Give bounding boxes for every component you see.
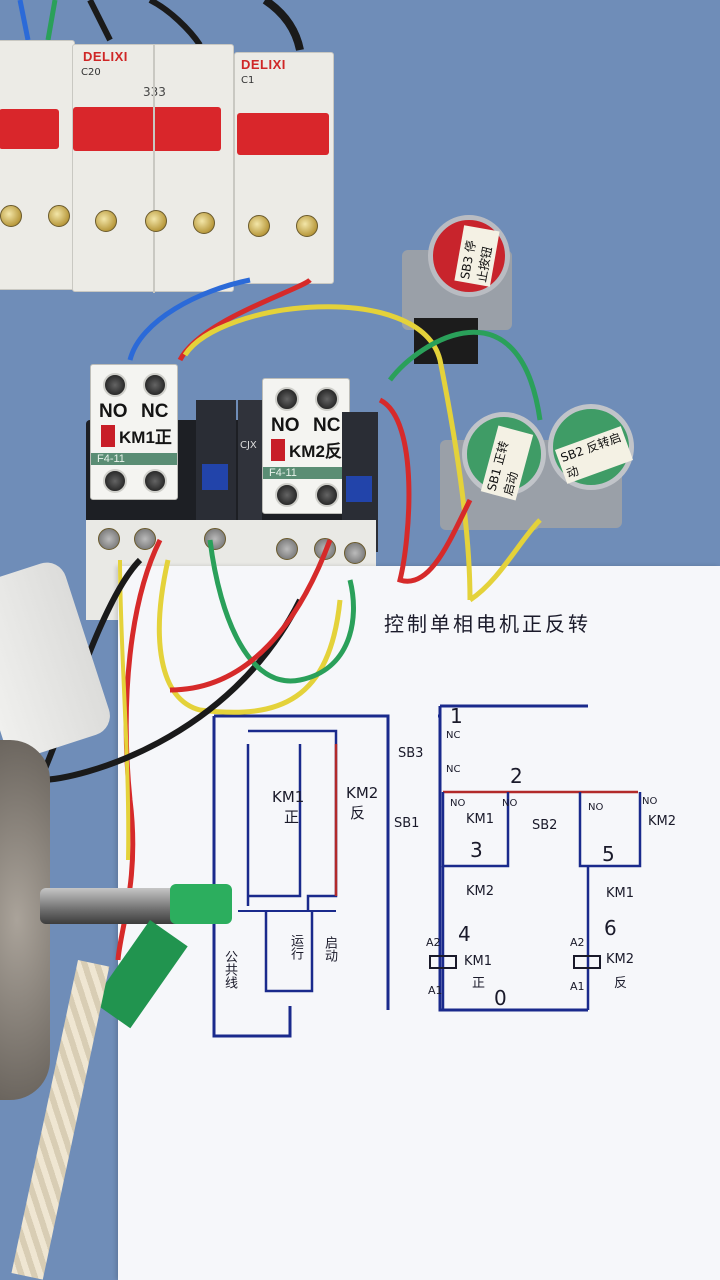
node-3: 3 [470, 838, 483, 862]
node-0: 0 [494, 986, 507, 1010]
common-line-label: 公共线 [222, 950, 237, 989]
km1-coil-label: KM1 [464, 954, 493, 969]
aux-label-nc: NC [313, 415, 341, 436]
coil-a1: A1 [570, 980, 585, 993]
start-winding-label: 启动 [322, 936, 337, 962]
aux-name: KM2反 [289, 442, 342, 461]
aux-label-no: NO [271, 415, 300, 436]
aux-label-nc: NC [141, 401, 169, 422]
start-button-sb1[interactable]: SB1 正转启动 [462, 412, 546, 501]
terminal-screw [296, 215, 318, 237]
breaker-brand: DELIXI [83, 49, 128, 64]
circuit-lines [212, 704, 642, 1038]
node-5: 5 [602, 842, 615, 866]
km1-interlock-label: KM1 [606, 886, 635, 901]
nc-label: NC [446, 730, 461, 741]
shaft-marker-flag [170, 884, 232, 924]
aux-contact-km1: NO NC KM1正 F4-11 [90, 364, 178, 500]
breaker-left [0, 40, 75, 290]
breaker-2p-c20: DELIXI C20 333 [72, 44, 234, 293]
km1-contact-label: KM1 [466, 812, 495, 827]
km2-coil-label: KM2 [606, 952, 635, 967]
breaker-brand: DELIXI [241, 57, 286, 72]
km2-interlock-label: KM2 [466, 884, 495, 899]
contactor-km1-body [196, 400, 236, 540]
sb2-label: SB2 [532, 818, 558, 833]
coil-a2: A2 [570, 936, 585, 949]
coil-a2: A2 [426, 936, 441, 949]
main-km2-label: KM2 [346, 784, 379, 802]
km1-coil-sub: 正 [472, 976, 486, 991]
no-label: NO [502, 798, 518, 809]
main-km1-sub: 正 [284, 808, 300, 826]
aux-model: F4-11 [91, 453, 177, 465]
aux-name: KM1正 [119, 428, 172, 447]
node-2: 2 [510, 764, 523, 788]
breaker-1p-c1: DELIXI C1 [234, 52, 334, 284]
node-1: 1 [450, 704, 463, 728]
terminal-screw [0, 205, 22, 227]
km2-coil-sub: 反 [614, 976, 628, 991]
sb3-label: SB3 [398, 746, 424, 761]
terminal-screw [48, 205, 70, 227]
breaker-rating: C1 [241, 75, 255, 86]
start-button-sb2[interactable]: SB2 反转启动 [548, 404, 634, 490]
breaker-handle[interactable] [237, 113, 329, 155]
no-label: NO [642, 796, 658, 807]
terminal-screw [95, 210, 117, 232]
km2-contact-label: KM2 [648, 814, 677, 829]
diagram-title: 控制单相电机正反转 [384, 612, 591, 636]
terminal-screw [248, 215, 270, 237]
motor-shaft [40, 888, 190, 924]
no-label: NO [450, 798, 466, 809]
terminal-screw [193, 212, 215, 234]
no-label: NO [588, 802, 604, 813]
breaker-rating: C20 [81, 67, 101, 78]
main-km2-sub: 反 [350, 804, 366, 822]
breaker-handle[interactable] [73, 107, 221, 151]
node-4: 4 [458, 922, 471, 946]
sb1-label: SB1 [394, 816, 420, 831]
button-contact-block [414, 318, 478, 364]
nc-label: NC [446, 764, 461, 775]
stop-button-sb3[interactable]: SB3 停止按钮 [428, 215, 510, 297]
terminal-screw [145, 210, 167, 232]
contactor-model: CJX [240, 440, 257, 451]
aux-contact-km2: NO NC KM2反 F4-11 [262, 378, 350, 514]
run-winding-label: 运行 [288, 934, 303, 960]
contactor-middle: CJX [238, 400, 262, 540]
main-km1-label: KM1 [272, 788, 305, 806]
breaker-handle[interactable] [0, 109, 59, 149]
aux-label-no: NO [99, 401, 128, 422]
node-6: 6 [604, 916, 617, 940]
aux-model: F4-11 [263, 467, 349, 479]
coil-a1: A1 [428, 984, 443, 997]
